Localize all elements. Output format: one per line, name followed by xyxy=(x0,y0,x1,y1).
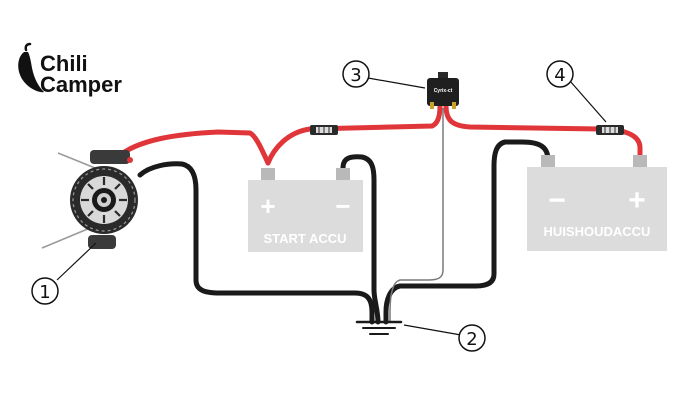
start-battery-plus-label: + xyxy=(260,191,275,221)
relay-icon: Cyrix-ct xyxy=(427,72,459,109)
house-battery-label: HUISHOUDACCU xyxy=(544,224,651,239)
alternator-icon xyxy=(41,150,138,249)
start-battery: + − START ACCU xyxy=(248,168,363,252)
positive-wire-alternator-start xyxy=(117,129,271,166)
negative-wire-house-ground xyxy=(383,139,551,325)
brand-line1: Chili xyxy=(40,51,88,76)
callout-3-number: 3 xyxy=(350,65,361,86)
fuse-icon xyxy=(310,125,338,135)
callout-3: 3 xyxy=(342,60,426,89)
positive-wires xyxy=(117,103,643,166)
callout-1-number: 1 xyxy=(39,282,50,303)
start-battery-label: START ACCU xyxy=(263,231,346,246)
brand-line2: Camper xyxy=(40,72,122,97)
house-battery-minus-label: − xyxy=(548,184,566,217)
start-battery-minus-label: − xyxy=(335,191,350,221)
relay-signal-wire xyxy=(389,108,444,322)
fuse-icon xyxy=(596,125,624,135)
callout-4-number: 4 xyxy=(554,65,565,86)
house-battery-plus-label: + xyxy=(628,184,646,217)
ground-icon xyxy=(355,320,403,335)
negative-wire-alternator-ground xyxy=(137,161,375,325)
chili-logo-icon xyxy=(18,42,44,93)
positive-wire-start-relay xyxy=(265,103,443,166)
callout-2: 2 xyxy=(403,324,486,352)
negative-wire-start-ground xyxy=(340,154,381,325)
callout-4: 4 xyxy=(546,60,607,123)
callout-1: 1 xyxy=(31,242,97,305)
relay-label: Cyrix-ct xyxy=(434,88,453,94)
house-battery: − + HUISHOUDACCU xyxy=(527,155,667,251)
callout-2-number: 2 xyxy=(466,329,477,350)
